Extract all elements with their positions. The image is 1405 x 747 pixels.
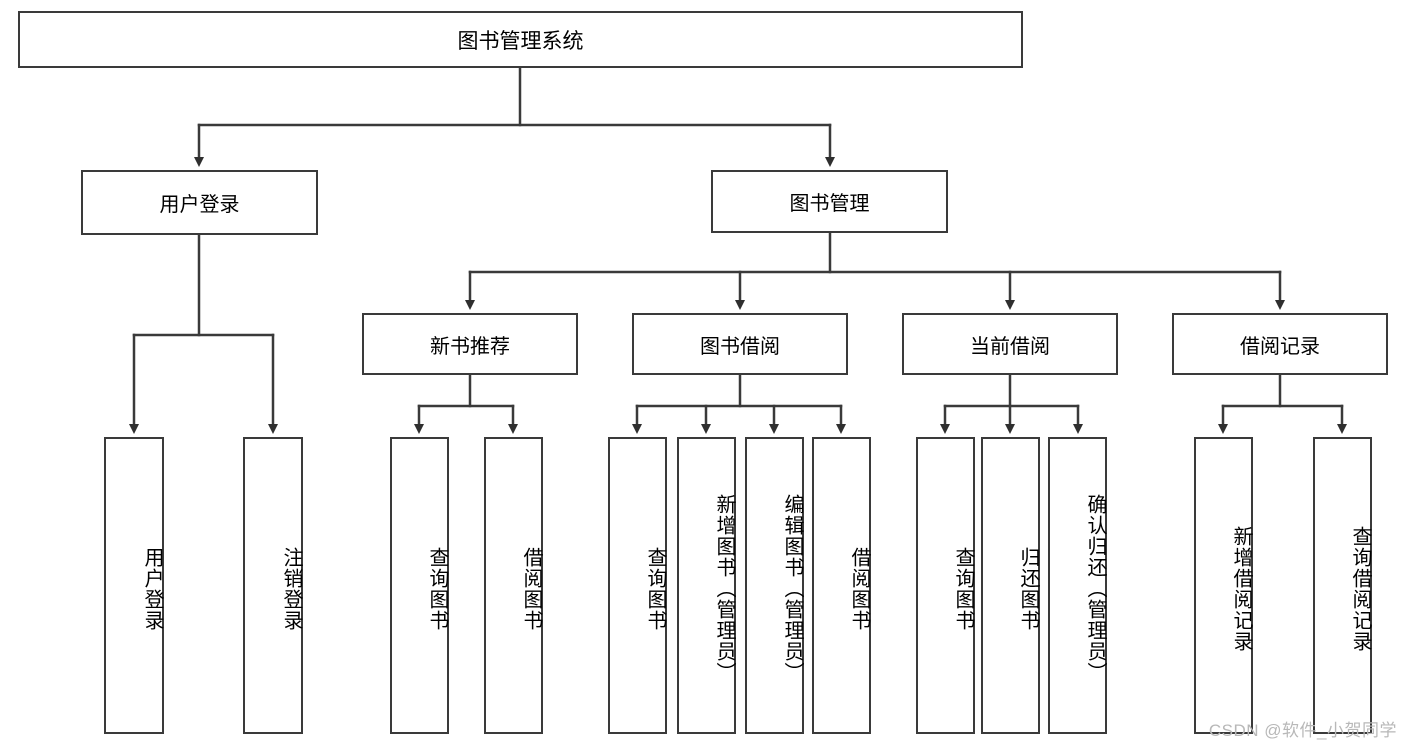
leaf-query-book-recommend[interactable]: 查询图书 [390,437,449,734]
node-label: 确认归还（管理员） [1084,494,1106,683]
leaf-query-book-current[interactable]: 查询图书 [916,437,975,734]
node-label: 编辑图书（管理员） [781,494,803,683]
node-book-management[interactable]: 图书管理 [711,170,948,233]
leaf-return-book[interactable]: 归还图书 [981,437,1040,734]
node-label: 图书管理 [789,193,870,215]
node-label: 图书借阅 [700,335,780,358]
node-user-login[interactable]: 用户登录 [81,170,318,235]
leaf-query-book-borrow[interactable]: 查询图书 [608,437,667,734]
leaf-add-book-admin[interactable]: 新增图书（管理员） [677,437,736,734]
node-label: 借阅记录 [1240,335,1320,358]
node-borrow-records[interactable]: 借阅记录 [1172,313,1388,375]
leaf-borrow-book-recommend[interactable]: 借阅图书 [484,437,543,734]
node-label: 图书管理系统 [457,29,584,53]
node-book-borrow[interactable]: 图书借阅 [632,313,848,375]
leaf-logout[interactable]: 注销登录 [243,437,303,734]
node-label: 新书推荐 [430,335,510,358]
leaf-edit-book-admin[interactable]: 编辑图书（管理员） [745,437,804,734]
node-label: 查询图书 [644,546,666,631]
leaf-borrow-book[interactable]: 借阅图书 [812,437,871,734]
node-label: 用户登录 [141,546,163,631]
leaf-query-borrow-record[interactable]: 查询借阅记录 [1313,437,1372,734]
node-label: 借阅图书 [848,546,870,631]
node-new-book-recommend[interactable]: 新书推荐 [362,313,578,375]
node-root[interactable]: 图书管理系统 [18,11,1023,68]
leaf-user-login[interactable]: 用户登录 [104,437,164,734]
node-label: 归还图书 [1017,546,1039,631]
leaf-add-borrow-record[interactable]: 新增借阅记录 [1194,437,1253,734]
node-label: 查询图书 [952,546,974,631]
node-label: 当前借阅 [970,335,1050,358]
node-label: 查询借阅记录 [1349,525,1371,652]
node-current-borrow[interactable]: 当前借阅 [902,313,1118,375]
leaf-confirm-return-admin[interactable]: 确认归还（管理员） [1048,437,1107,734]
node-label: 借阅图书 [520,546,542,631]
node-label: 用户登录 [159,194,240,216]
node-label: 新增借阅记录 [1230,525,1252,652]
node-label: 新增图书（管理员） [713,494,735,683]
node-label: 查询图书 [426,546,448,631]
node-label: 注销登录 [280,546,302,631]
csdn-watermark: CSDN @软件_小贺同学 [1208,721,1397,740]
